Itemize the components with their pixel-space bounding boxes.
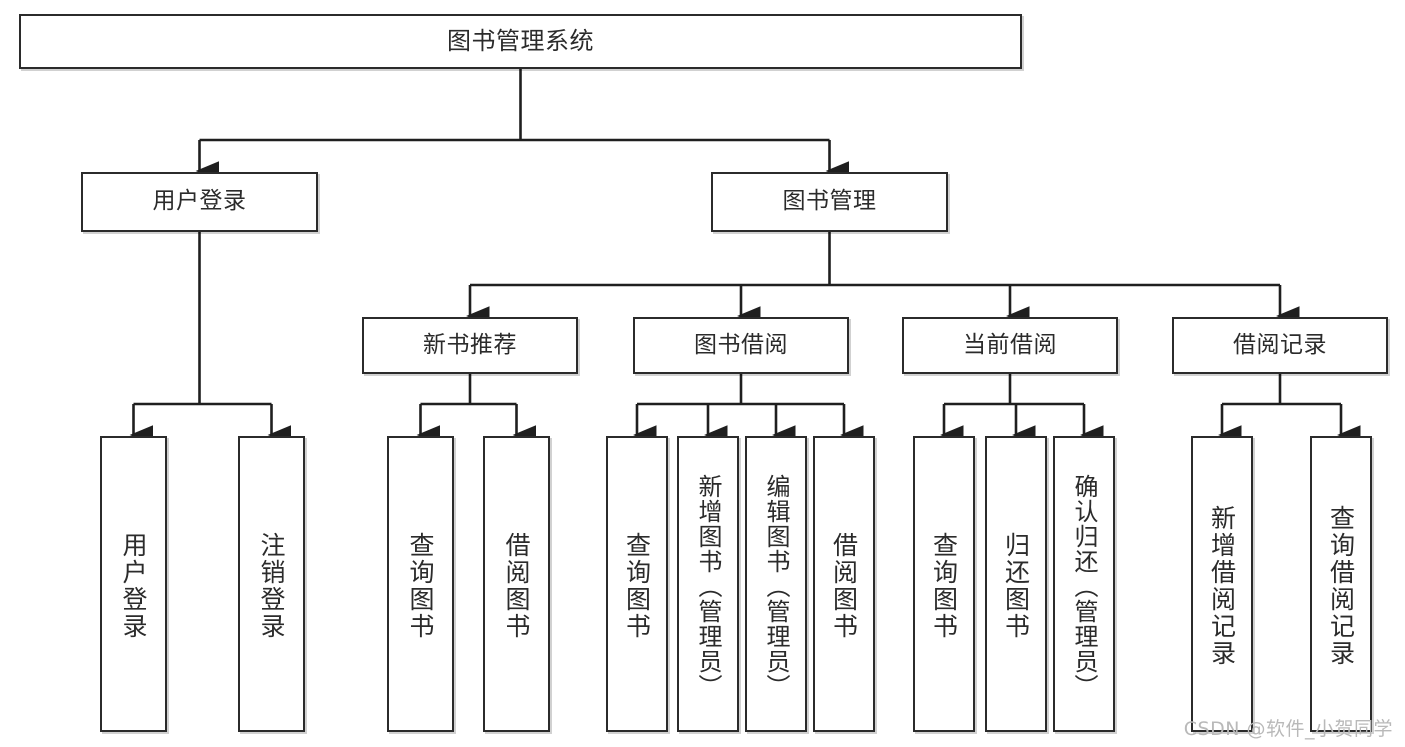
node-label: 新增借阅记录 [1207,505,1237,667]
node-leaf-query-borrow-record[interactable]: 查询借阅记录 [1310,436,1372,732]
node-label: 查询图书 [929,532,959,640]
node-label: 新书推荐 [423,331,517,358]
node-leaf-query-book-3[interactable]: 查询图书 [913,436,975,732]
node-current-borrow[interactable]: 当前借阅 [902,317,1118,374]
node-label: 注销登录 [257,532,286,640]
node-label: 查询图书 [406,532,435,640]
node-label: 归还图书 [1001,532,1031,640]
node-borrow-record[interactable]: 借阅记录 [1172,317,1388,374]
node-label: 借阅图书 [502,532,531,640]
node-leaf-edit-book-admin[interactable]: 编辑图书（管理员） [745,436,807,732]
node-user-login[interactable]: 用户登录 [81,172,318,232]
node-new-book-recommend[interactable]: 新书推荐 [362,317,578,374]
node-label: 图书借阅 [694,331,788,358]
node-label: 新增图书（管理员） [694,473,722,699]
node-root[interactable]: 图书管理系统 [19,14,1022,69]
node-label: 当前借阅 [963,331,1057,358]
node-book-borrow[interactable]: 图书借阅 [633,317,849,374]
node-leaf-borrow-book-1[interactable]: 借阅图书 [483,436,550,732]
node-label: 查询图书 [622,532,652,640]
node-label: 用户登录 [152,188,247,215]
node-leaf-return-book[interactable]: 归还图书 [985,436,1047,732]
node-leaf-borrow-book-2[interactable]: 借阅图书 [813,436,875,732]
node-label: 图书管理系统 [447,27,594,56]
node-label: 编辑图书（管理员） [762,473,790,699]
node-label: 图书管理 [782,188,877,215]
watermark-text: CSDN @软件_小贺同学 [1183,718,1393,740]
node-label: 查询借阅记录 [1326,505,1356,667]
node-leaf-add-borrow-record[interactable]: 新增借阅记录 [1191,436,1253,732]
node-book-manage[interactable]: 图书管理 [711,172,948,232]
node-label: 用户登录 [119,532,148,640]
node-leaf-query-book-1[interactable]: 查询图书 [387,436,454,732]
node-leaf-user-login[interactable]: 用户登录 [100,436,167,732]
node-leaf-add-book-admin[interactable]: 新增图书（管理员） [677,436,739,732]
node-leaf-logout-login[interactable]: 注销登录 [238,436,305,732]
node-label: 借阅记录 [1233,331,1327,358]
node-label: 借阅图书 [829,532,859,640]
node-leaf-confirm-return-admin[interactable]: 确认归还（管理员） [1053,436,1115,732]
node-leaf-query-book-2[interactable]: 查询图书 [606,436,668,732]
node-label: 确认归还（管理员） [1070,473,1098,699]
